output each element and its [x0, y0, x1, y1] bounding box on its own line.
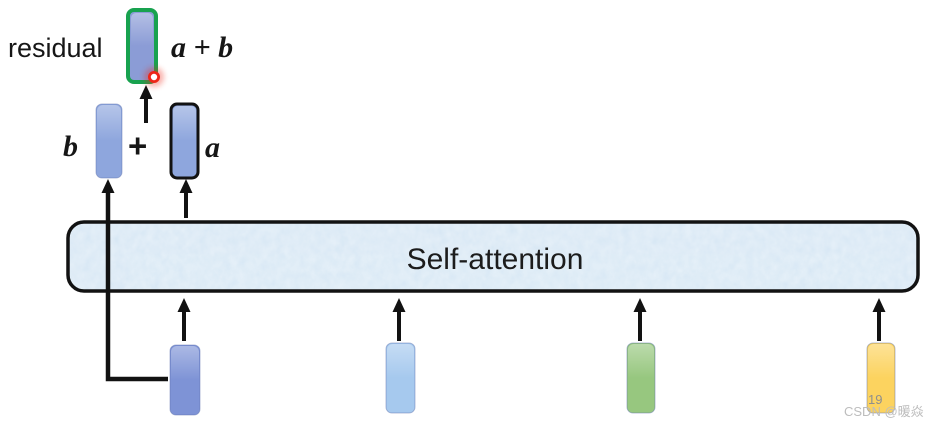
arrow-input-4: [872, 298, 886, 341]
input-token-1: [169, 344, 201, 416]
token-a: [169, 102, 200, 180]
arrow-sum: [139, 85, 153, 123]
page-number: 19: [868, 392, 882, 407]
input-token-1-rect: [169, 344, 201, 416]
vector-b-label: b: [63, 130, 78, 163]
arrow-input-1: [177, 298, 191, 341]
sum-formula-label: a + b: [171, 31, 233, 64]
residual-label: residual: [8, 33, 103, 63]
arrow-input-3: [633, 298, 647, 341]
input-token-3-rect: [626, 342, 656, 414]
arrow-input-2: [392, 298, 406, 341]
self-attention-box: Self-attention: [66, 220, 920, 293]
watermark: CSDN @暖焱: [844, 404, 924, 419]
self-attention-box-texture: [68, 222, 918, 291]
input-token-2-rect: [385, 342, 416, 414]
laser-ring: [147, 71, 160, 84]
input-token-3: [626, 342, 656, 414]
self-attention-label: Self-attention: [407, 243, 584, 276]
plus-sign: +: [128, 127, 147, 164]
residual-skip-connection: [101, 179, 168, 382]
vector-a-label: a: [205, 131, 220, 164]
input-token-2: [385, 342, 416, 414]
token-b: [95, 103, 123, 179]
arrow-attention-to-a: [179, 179, 193, 218]
token-a-rect: [169, 102, 200, 180]
token-b-rect: [95, 103, 123, 179]
self-attention-box-border: [66, 220, 920, 293]
laser-pointer-dot: [144, 67, 164, 87]
